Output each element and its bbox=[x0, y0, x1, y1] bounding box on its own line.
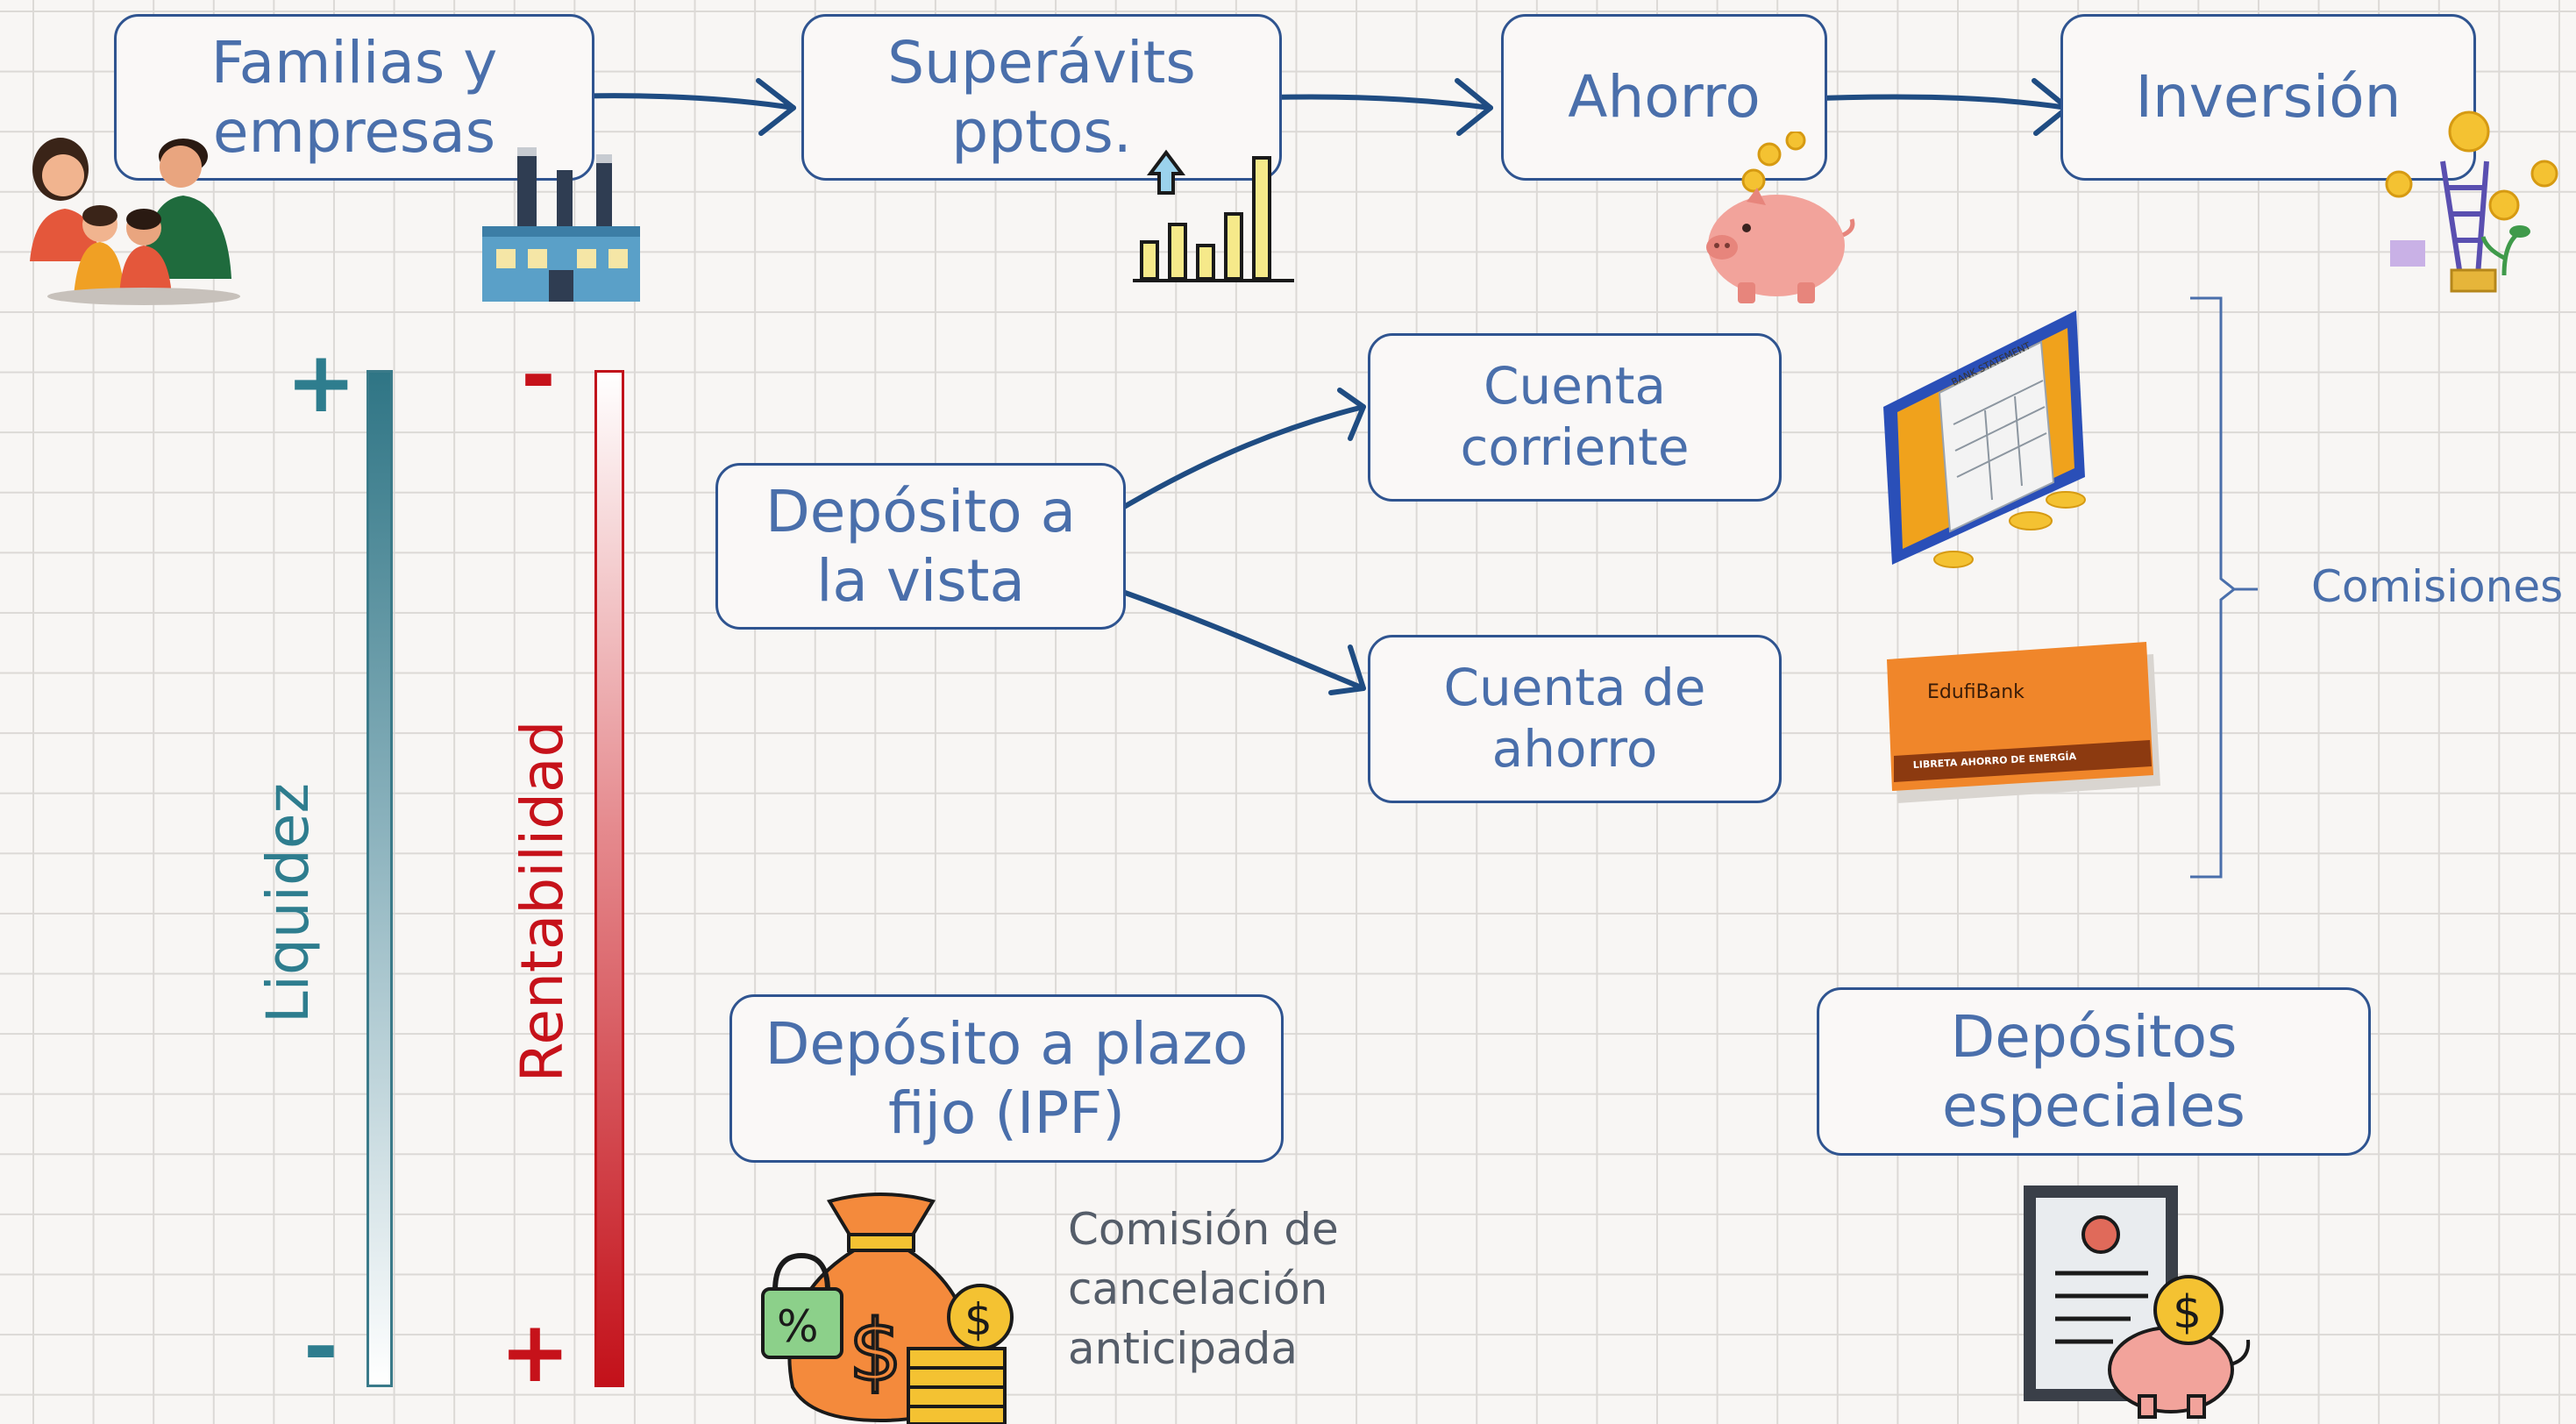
svg-text:$: $ bbox=[964, 1294, 993, 1345]
rentabilidad-bar bbox=[594, 370, 624, 1387]
box-cuenta-ahorro-label: Cuenta de ahorro bbox=[1443, 658, 1706, 779]
svg-text:$: $ bbox=[2173, 1286, 2202, 1339]
comision-line-3: anticipada bbox=[1068, 1323, 1298, 1374]
piggy-bank-icon bbox=[1706, 132, 1855, 303]
comision-line-1: Comisión de bbox=[1068, 1204, 1339, 1255]
rentabilidad-axis-label: Rentabilidad bbox=[509, 720, 576, 1083]
arrow-vista-ahorro bbox=[1113, 587, 1366, 691]
rentabilidad-top-sign: - bbox=[521, 326, 556, 424]
box-ahorro-label: Ahorro bbox=[1568, 63, 1761, 132]
box-cuenta-corriente: Cuenta corriente bbox=[1368, 333, 1782, 502]
box-superavits: Superávits pptos. bbox=[801, 14, 1282, 181]
box-plazo-fijo-label: Depósito a plazo fijo (IPF) bbox=[765, 1009, 1249, 1147]
rentabilidad-bottom-sign: + bbox=[500, 1303, 571, 1401]
comisiones-bracket bbox=[2190, 296, 2237, 879]
svg-text:$: $ bbox=[849, 1302, 902, 1400]
arrowhead-4 bbox=[1337, 388, 1366, 441]
svg-text:%: % bbox=[777, 1301, 819, 1352]
arrowhead-1 bbox=[756, 78, 796, 136]
family-icon bbox=[30, 138, 240, 305]
comision-line-2: cancelación bbox=[1068, 1264, 1328, 1314]
box-depositos-especiales: Depósitos especiales bbox=[1817, 987, 2371, 1156]
box-plazo-fijo: Depósito a plazo fijo (IPF) bbox=[729, 994, 1284, 1163]
bank-statement-monitor-icon: BANK STATEMENT bbox=[1883, 310, 2086, 568]
arrowhead-2 bbox=[1455, 78, 1493, 136]
bankbook-card-icon: EdufiBank LIBRETA AHORRO DE ENERGÍA bbox=[1887, 642, 2160, 803]
liquidez-bar bbox=[366, 370, 393, 1387]
liquidez-axis-label: Liquidez bbox=[254, 782, 322, 1024]
growth-chart-icon bbox=[1133, 149, 1294, 282]
box-deposito-vista: Depósito a la vista bbox=[715, 463, 1126, 630]
box-familias-label: Familias y empresas bbox=[210, 28, 498, 166]
box-superavits-label: Superávits pptos. bbox=[887, 28, 1196, 166]
investment-ladder-icon bbox=[2385, 110, 2558, 293]
bankbook-brand-text: EdufiBank bbox=[1927, 681, 2025, 703]
arrow-vista-corriente bbox=[1113, 404, 1366, 515]
arrow-ahorro-inversion bbox=[1795, 94, 2070, 110]
box-inversion: Inversión bbox=[2060, 14, 2476, 181]
box-cuenta-ahorro: Cuenta de ahorro bbox=[1368, 635, 1782, 803]
certificate-piggy-icon: $ bbox=[2024, 1185, 2251, 1419]
liquidez-top-sign: + bbox=[286, 333, 357, 431]
money-bag-lock-icon: $ % $ bbox=[761, 1193, 1014, 1424]
comision-cancelacion-label: Comisión de cancelación anticipada bbox=[1068, 1200, 1339, 1378]
liquidez-bottom-sign: - bbox=[303, 1298, 338, 1396]
box-vista-label: Depósito a la vista bbox=[765, 477, 1077, 615]
comisiones-label: Comisiones bbox=[2311, 561, 2564, 612]
factory-icon bbox=[482, 147, 640, 302]
box-corriente-label: Cuenta corriente bbox=[1460, 356, 1690, 477]
box-inversion-label: Inversión bbox=[2135, 63, 2402, 132]
box-especiales-label: Depósitos especiales bbox=[1942, 1002, 2245, 1140]
arrowhead-5 bbox=[1328, 644, 1366, 695]
